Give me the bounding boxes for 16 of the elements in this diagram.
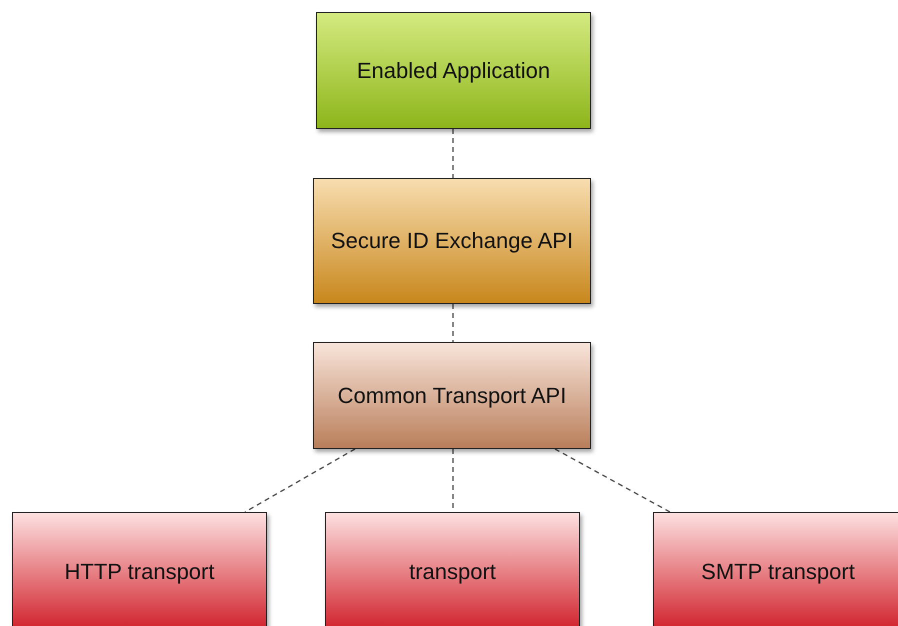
box-label: transport bbox=[409, 558, 496, 586]
box-label: SMTP transport bbox=[701, 558, 855, 586]
connector-line bbox=[244, 448, 356, 513]
component-box bbox=[325, 512, 580, 626]
connector-line bbox=[554, 448, 670, 513]
component-box bbox=[313, 178, 591, 304]
box-label: Secure ID Exchange API bbox=[330, 227, 574, 256]
component-box bbox=[653, 512, 898, 626]
component-box bbox=[12, 512, 267, 626]
box-label: HTTP transport bbox=[64, 558, 214, 586]
connector-line bbox=[452, 304, 454, 342]
component-box bbox=[313, 342, 591, 449]
component-box bbox=[316, 12, 591, 129]
box-label: Enabled Application bbox=[356, 56, 550, 85]
connector-line bbox=[452, 129, 454, 178]
box-label: Common Transport API bbox=[338, 382, 566, 410]
